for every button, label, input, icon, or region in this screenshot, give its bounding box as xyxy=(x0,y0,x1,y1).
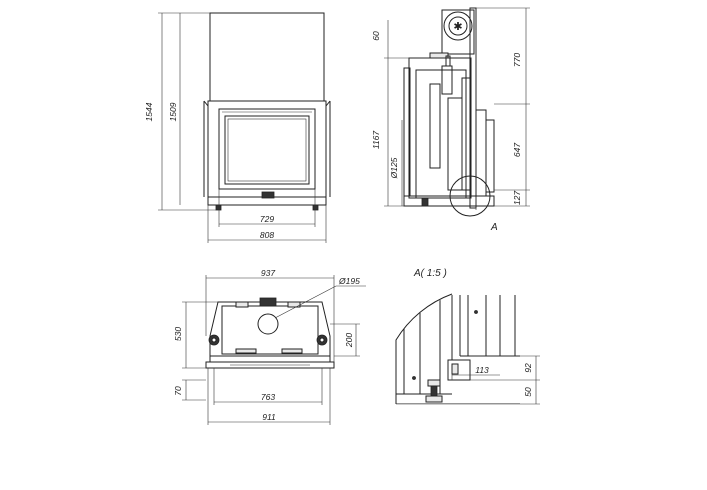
dim-808: 808 xyxy=(260,230,274,240)
fan-star-icon: ✱ xyxy=(453,21,462,33)
top-flue-circle xyxy=(257,313,279,335)
front-door-frame xyxy=(218,108,316,190)
front-foot-left xyxy=(215,204,222,211)
dim-70: 70 xyxy=(173,386,183,396)
dim-729: 729 xyxy=(260,214,274,224)
detail-view-a: A( 1:5 ) xyxy=(395,268,540,405)
dim-911: 911 xyxy=(262,412,276,422)
dim-125-diameter: Ø125 xyxy=(389,157,399,179)
detail-circle-a xyxy=(449,175,491,217)
dim-200: 200 xyxy=(344,333,354,348)
front-handle xyxy=(261,191,275,199)
dim-127: 127 xyxy=(512,191,522,205)
dim-113: 113 xyxy=(475,365,489,375)
dim-770: 770 xyxy=(512,53,522,67)
dim-50: 50 xyxy=(523,387,533,397)
dim-1509: 1509 xyxy=(168,102,178,121)
front-view: 1544 1509 729 808 xyxy=(144,12,331,243)
front-body xyxy=(207,100,327,198)
dim-195-diameter: Ø195 xyxy=(338,276,360,286)
dim-763: 763 xyxy=(261,392,275,402)
dim-1544: 1544 xyxy=(144,102,154,121)
dim-92: 92 xyxy=(523,363,533,373)
dim-647: 647 xyxy=(512,143,522,157)
fan-circle xyxy=(443,11,473,41)
dim-937: 937 xyxy=(261,268,275,278)
dim-1167: 1167 xyxy=(371,131,381,150)
top-view: 937 Ø195 530 200 70 763 911 xyxy=(173,268,366,425)
detail-foot-bracket xyxy=(447,359,471,381)
side-view: ✱ A 60 1167 Ø125 xyxy=(371,7,530,233)
front-glass xyxy=(224,115,310,185)
dim-530: 530 xyxy=(173,327,183,341)
front-chimney-panel xyxy=(209,12,325,102)
dim-60: 60 xyxy=(371,31,381,41)
front-foot-right xyxy=(312,204,319,211)
detail-leg xyxy=(427,379,441,387)
detail-title: A( 1:5 ) xyxy=(413,268,447,279)
detail-label-a: A xyxy=(490,222,498,233)
detail-boundary xyxy=(395,293,453,404)
